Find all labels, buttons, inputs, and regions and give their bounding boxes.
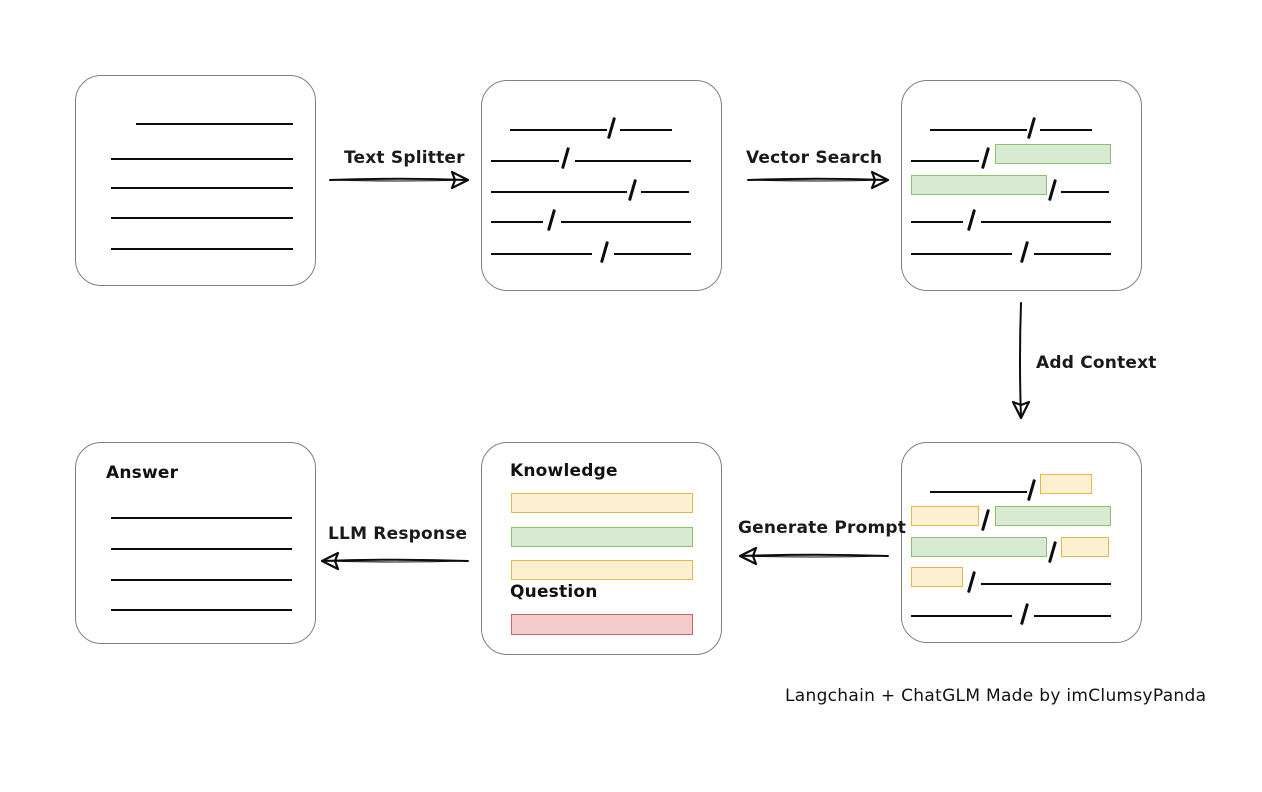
- slash-separator: [1020, 603, 1029, 625]
- text-line: [111, 579, 292, 581]
- text-line: [136, 123, 293, 125]
- edge-add-context: [1011, 302, 1031, 420]
- slash-separator: [607, 117, 616, 139]
- text-line: [911, 221, 963, 223]
- arrow-shaft: [739, 553, 889, 557]
- edge-llm-response-label: LLM Response: [328, 524, 468, 544]
- text-line: [981, 583, 1111, 585]
- slash-separator: [967, 571, 976, 593]
- arrow-shaft: [329, 177, 469, 181]
- highlight-green[interactable]: [995, 506, 1111, 526]
- edge-llm-response: [320, 551, 469, 571]
- text-line: [1034, 615, 1111, 617]
- text-line: [911, 253, 1012, 255]
- slash-separator: [1048, 179, 1057, 201]
- text-line: [111, 187, 293, 189]
- slash-separator: [1027, 479, 1036, 501]
- text-line: [111, 248, 293, 250]
- arrow-shaft: [747, 177, 889, 181]
- slash-separator: [981, 509, 990, 531]
- text-line: [1040, 129, 1092, 131]
- text-line: [930, 129, 1027, 131]
- arrow-shaft: [321, 558, 469, 562]
- highlight-yellow[interactable]: [1061, 537, 1109, 557]
- slash-separator: [600, 241, 609, 263]
- edge-add-context-label: Add Context: [1036, 353, 1157, 373]
- text-line: [575, 160, 691, 162]
- edge-vector-search-label: Vector Search: [746, 148, 883, 168]
- text-line: [1061, 191, 1109, 193]
- knowledge-label: Knowledge: [510, 461, 618, 481]
- text-line: [930, 491, 1027, 493]
- highlight-yellow[interactable]: [511, 493, 693, 513]
- edge-generate-prompt-label: Generate Prompt: [738, 518, 907, 538]
- highlight-green[interactable]: [511, 527, 693, 547]
- vector-matched-chunks[interactable]: [901, 80, 1142, 291]
- highlight-red[interactable]: [511, 614, 693, 635]
- slash-separator: [981, 147, 990, 169]
- slash-separator: [1020, 241, 1029, 263]
- text-line: [981, 221, 1111, 223]
- arrow-shaft-second: [739, 555, 889, 558]
- text-line: [111, 548, 292, 550]
- arrow-shaft: [1019, 302, 1022, 419]
- text-line: [491, 191, 627, 193]
- text-line: [614, 253, 691, 255]
- text-line: [491, 160, 559, 162]
- text-line: [561, 221, 691, 223]
- split-chunks[interactable]: [481, 80, 722, 291]
- text-line: [111, 517, 292, 519]
- answer-document[interactable]: Answer: [75, 442, 316, 644]
- source-document[interactable]: [75, 75, 316, 286]
- arrow-head: [738, 546, 758, 566]
- arrow-shaft-second: [329, 179, 469, 182]
- edge-text-splitter: [329, 170, 470, 190]
- highlight-green[interactable]: [911, 537, 1047, 557]
- highlight-green[interactable]: [995, 144, 1111, 164]
- text-line: [620, 129, 672, 131]
- slash-separator: [1048, 541, 1057, 563]
- text-line: [1034, 253, 1111, 255]
- arrow-shaft-second: [747, 179, 889, 182]
- highlight-yellow[interactable]: [1040, 474, 1092, 494]
- slash-separator: [547, 209, 556, 231]
- text-line: [111, 158, 293, 160]
- text-line: [641, 191, 689, 193]
- answer-label: Answer: [106, 463, 179, 483]
- highlight-yellow[interactable]: [911, 567, 963, 587]
- highlight-green[interactable]: [911, 175, 1047, 195]
- slash-separator: [561, 147, 570, 169]
- edge-generate-prompt: [738, 546, 889, 566]
- context-added-chunks[interactable]: [901, 442, 1142, 643]
- arrow-head: [1011, 400, 1031, 420]
- edge-text-splitter-label: Text Splitter: [344, 148, 465, 168]
- highlight-yellow[interactable]: [511, 560, 693, 580]
- text-line: [111, 609, 292, 611]
- edge-vector-search: [747, 170, 890, 190]
- slash-separator: [967, 209, 976, 231]
- text-line: [911, 160, 979, 162]
- arrow-head: [870, 170, 890, 190]
- text-line: [111, 217, 293, 219]
- question-label: Question: [510, 582, 598, 602]
- text-line: [911, 615, 1012, 617]
- arrow-shaft-second: [321, 560, 469, 563]
- diagram-caption: Langchain + ChatGLM Made by imClumsyPand…: [785, 686, 1207, 706]
- highlight-yellow[interactable]: [911, 506, 979, 526]
- arrow-head: [320, 551, 340, 571]
- text-line: [491, 221, 543, 223]
- text-line: [491, 253, 592, 255]
- text-line: [510, 129, 607, 131]
- slash-separator: [1027, 117, 1036, 139]
- arrow-head: [450, 170, 470, 190]
- slash-separator: [628, 179, 637, 201]
